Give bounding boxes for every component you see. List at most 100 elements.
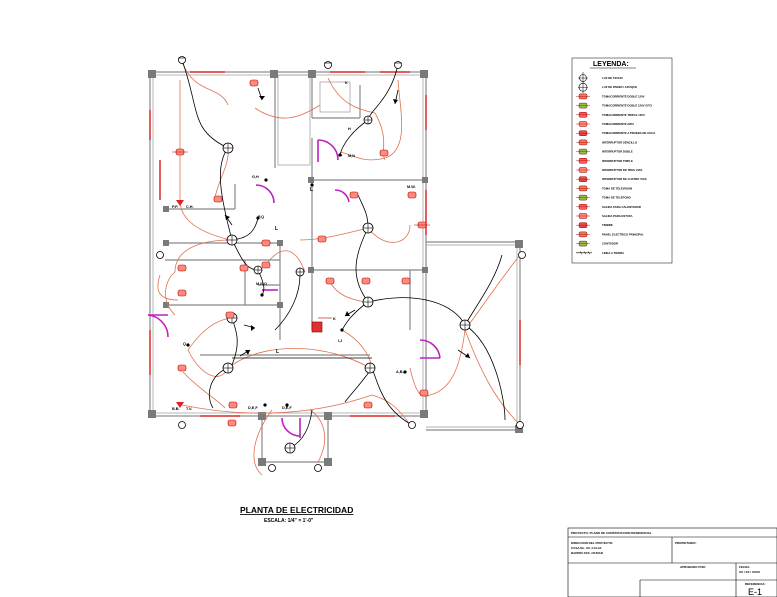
- legend-row: SALIDA PARA ESTUFA: [576, 213, 633, 219]
- room-label: P,Q: [258, 215, 264, 219]
- legend-label: CONTADOR: [602, 242, 618, 246]
- legend-label: SALIDA PARA ESTUFA: [602, 214, 633, 218]
- legend-row: INTERRUPTOR SENCILLO: [576, 139, 638, 146]
- outlet-icon: [363, 401, 373, 409]
- legend-symbol-icon: [576, 194, 590, 201]
- legend-row: TOMACORRIENTE TRIPLE 120V: [576, 112, 645, 118]
- room-label: K: [345, 81, 348, 85]
- legend-label: TOMACORRIENTE DOBLE 120V: [602, 94, 645, 98]
- legend-label: INTERRUPTOR SENCILLO: [602, 140, 638, 144]
- home-run-arrow-icon: [243, 324, 256, 331]
- legend-label: INTERRUPTOR DE CUATRO VIAS: [602, 177, 647, 181]
- room-label: C.H.: [186, 205, 194, 209]
- switch-icon: [310, 183, 314, 187]
- room-label: G,H: [252, 175, 259, 179]
- home-run-arrow-icon: [257, 87, 265, 101]
- room-label: T.V.: [186, 407, 192, 411]
- outlet-icon: [261, 261, 271, 269]
- legend-symbol-icon: [576, 139, 590, 146]
- home-run-arrow-icon: [457, 349, 471, 359]
- outlet-icon: [172, 148, 188, 156]
- legend-label: TOMA DE TELEVISION: [602, 186, 632, 190]
- legend-heading: LEYENDA:: [593, 61, 629, 68]
- room-label: K: [333, 317, 336, 321]
- wall-light-icon: [324, 61, 332, 69]
- switch-icon: [338, 153, 342, 157]
- outlet-icon: [227, 419, 237, 427]
- home-run-arrow-icon: [224, 214, 233, 226]
- legend-row: TOMACORRIENTE DOBLE 120V GFCI: [576, 102, 652, 109]
- tb-sheet-value: E-1: [748, 587, 762, 597]
- legend-row: INTERRUPTOR DOBLE: [576, 148, 633, 155]
- outlet-icon: [249, 79, 259, 87]
- plan-title: PLANTA DE ELECTRICIDAD: [240, 505, 353, 515]
- outlet-icon: [225, 311, 235, 319]
- panel-letter-label: L: [275, 226, 278, 232]
- legend: LEYENDA: LUZ DE TECHO LUZ DE PARED / APLI…: [571, 57, 673, 264]
- switch-icon: [260, 293, 264, 297]
- legend-row: INTERRUPTOR TRIPLE: [576, 158, 633, 164]
- legend-row: INTERRUPTOR DE TRES VIAS: [576, 167, 642, 173]
- legend-symbol-icon: [576, 102, 590, 109]
- legend-label: LUZ DE PARED / APLIQUE: [602, 85, 637, 89]
- tb-sheet-label: REFERENCIA:: [745, 582, 766, 586]
- ceiling-light-icon: [364, 362, 376, 374]
- legend-row: CONTADOR: [576, 240, 618, 247]
- legend-label: TOMA DE TELEFONO: [602, 196, 632, 200]
- legend-label: TOMACORRIENTE 220V: [602, 122, 634, 126]
- room-label: M.W.: [407, 185, 416, 189]
- room-label: A,B,C: [396, 370, 407, 374]
- legend-label: LUZ DE TECHO: [602, 76, 623, 80]
- wall-light-icon: [178, 56, 186, 64]
- main-panel-icon: [311, 321, 323, 333]
- legend-symbol-icon: [576, 148, 590, 155]
- legend-rows: LUZ DE TECHO LUZ DE PARED / APLIQUE TOMACO…: [576, 72, 655, 255]
- legend-row: TOMACORRIENTE A PRUEBA DE AGUA: [576, 130, 655, 136]
- legend-symbol-icon: [576, 185, 590, 192]
- wall-light-icon: [268, 464, 276, 472]
- switch-icon: [186, 343, 190, 347]
- outlet-icon: [379, 149, 389, 157]
- room-label: H: [348, 127, 351, 131]
- tb-date-label: FECHA:: [739, 565, 750, 569]
- doors: [147, 139, 441, 438]
- ceiling-light-icon: [253, 265, 263, 275]
- outlet-icon: [419, 389, 429, 397]
- room-label: M,N,O: [256, 282, 267, 286]
- ceiling-light-icon: [362, 222, 374, 234]
- structural-columns: [148, 70, 523, 466]
- outlet-icon: [325, 277, 335, 285]
- tb-owner-label: PROPIETARIO:: [675, 541, 696, 545]
- wall-light-icon: [518, 251, 526, 259]
- legend-symbol-icon: [576, 240, 590, 247]
- ceiling-light-icon: [226, 234, 238, 246]
- wall-light-icon: [394, 61, 402, 69]
- outlet-icon: [401, 277, 411, 285]
- outlet-icon: [261, 239, 271, 247]
- tb-approved-label: APROBADO POR:: [680, 565, 706, 569]
- switch-icon: [263, 403, 267, 407]
- legend-row: TOMA DE TELEVISION: [576, 185, 632, 192]
- room-label: D,E,F: [282, 406, 292, 410]
- outlet-icon: [213, 195, 223, 203]
- wall-light-icon: [314, 464, 322, 472]
- switch-legs: [181, 59, 506, 449]
- legend-row: LUZ DE TECHO: [578, 72, 623, 84]
- outlet-icon: [361, 277, 371, 285]
- legend-row: TOMACORRIENTE 220V: [576, 121, 634, 127]
- home-run-arrow-icon: [393, 89, 399, 105]
- light-fixtures: [156, 56, 526, 472]
- wall-light-icon: [156, 251, 164, 259]
- legend-symbol-icon: [576, 204, 590, 210]
- electrical-panel-icon: [176, 402, 184, 408]
- outlet-icon: [177, 264, 187, 272]
- legend-label: INTERRUPTOR DOBLE: [602, 150, 633, 154]
- ceiling-light-icon: [222, 142, 234, 154]
- legend-row: SALIDA PARA CALENTADOR: [576, 204, 641, 210]
- legend-row: TOMA DE TELEFONO: [576, 194, 632, 201]
- ceiling-light-icon: [284, 442, 296, 454]
- room-label: B.B.: [172, 407, 180, 411]
- tb-address-line2: BARRIO XXX, CIUDAD: [571, 551, 604, 555]
- room-label: M,N: [348, 154, 355, 158]
- tb-address-label: DIRECCION DEL PROYECTO:: [571, 541, 613, 545]
